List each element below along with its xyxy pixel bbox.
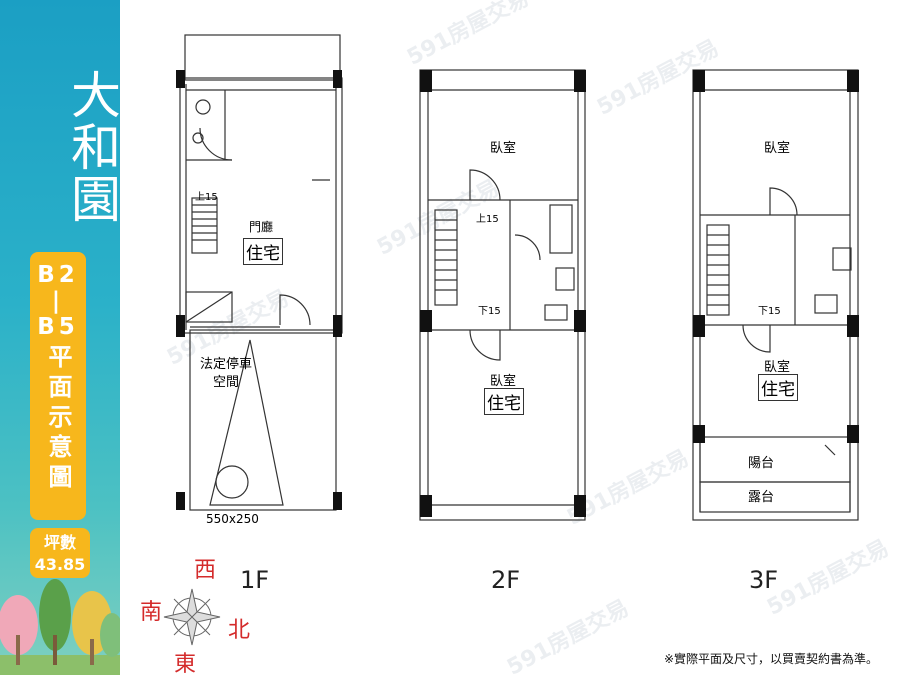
badge-floors: B2|B5 [37,262,79,340]
tree-illustration [0,579,120,675]
floor-label-2f: 2F [491,566,521,594]
disclaimer: ※實際平面及尺寸，以買賣契約書為準。 [663,652,878,666]
badge-subtitle: 平面示意圖 [44,344,72,494]
floors-badge: B2|B5 平面示意圖 [30,252,86,520]
project-title: 大和園 [63,69,120,225]
room-label-2f-bedroom-bottom: 臥室 [490,374,517,389]
room-label-3f-bedroom-top: 臥室 [764,141,791,156]
area-value: 43.85 [34,555,86,574]
compass-west: 西 [194,558,217,583]
compass-east: 東 [174,652,197,677]
compass-north: 北 [228,618,251,643]
floor-label-1f: 1F [240,566,270,594]
sidebar: 大和園 B2|B5 平面示意圖 坪數 43.85 [0,0,120,675]
room-label-3f-bedroom-bottom: 臥室 [764,360,791,375]
stair-down-3f: 下15 [758,306,781,317]
floor-label-3f: 3F [749,566,779,594]
stair-up-2f: 上15 [476,214,499,225]
compass-south: 南 [140,600,163,625]
room-label-3f-balcony: 陽台 [748,456,775,471]
floor-plan-1f [179,34,343,511]
room-label-2f-residence: 住宅 [484,388,524,415]
floor-plan-2f [419,69,586,521]
room-label-1f-hall: 門廳 [249,220,274,234]
area-label: 坪數 [43,533,76,552]
room-label-1f-residence: 住宅 [243,238,283,265]
room-label-3f-residence: 住宅 [758,374,798,401]
stair-down-2f: 下15 [478,306,501,317]
room-label-3f-terrace: 露台 [748,490,775,505]
compass-rose [163,588,221,646]
area-box: 坪數 43.85 [30,528,90,578]
stair-mark-1f: 上15 [195,192,218,203]
room-label-1f-parking: 法定停車空間 [199,357,252,390]
parking-size-1f: 550x250 [206,512,259,526]
room-label-2f-bedroom-top: 臥室 [490,141,517,156]
